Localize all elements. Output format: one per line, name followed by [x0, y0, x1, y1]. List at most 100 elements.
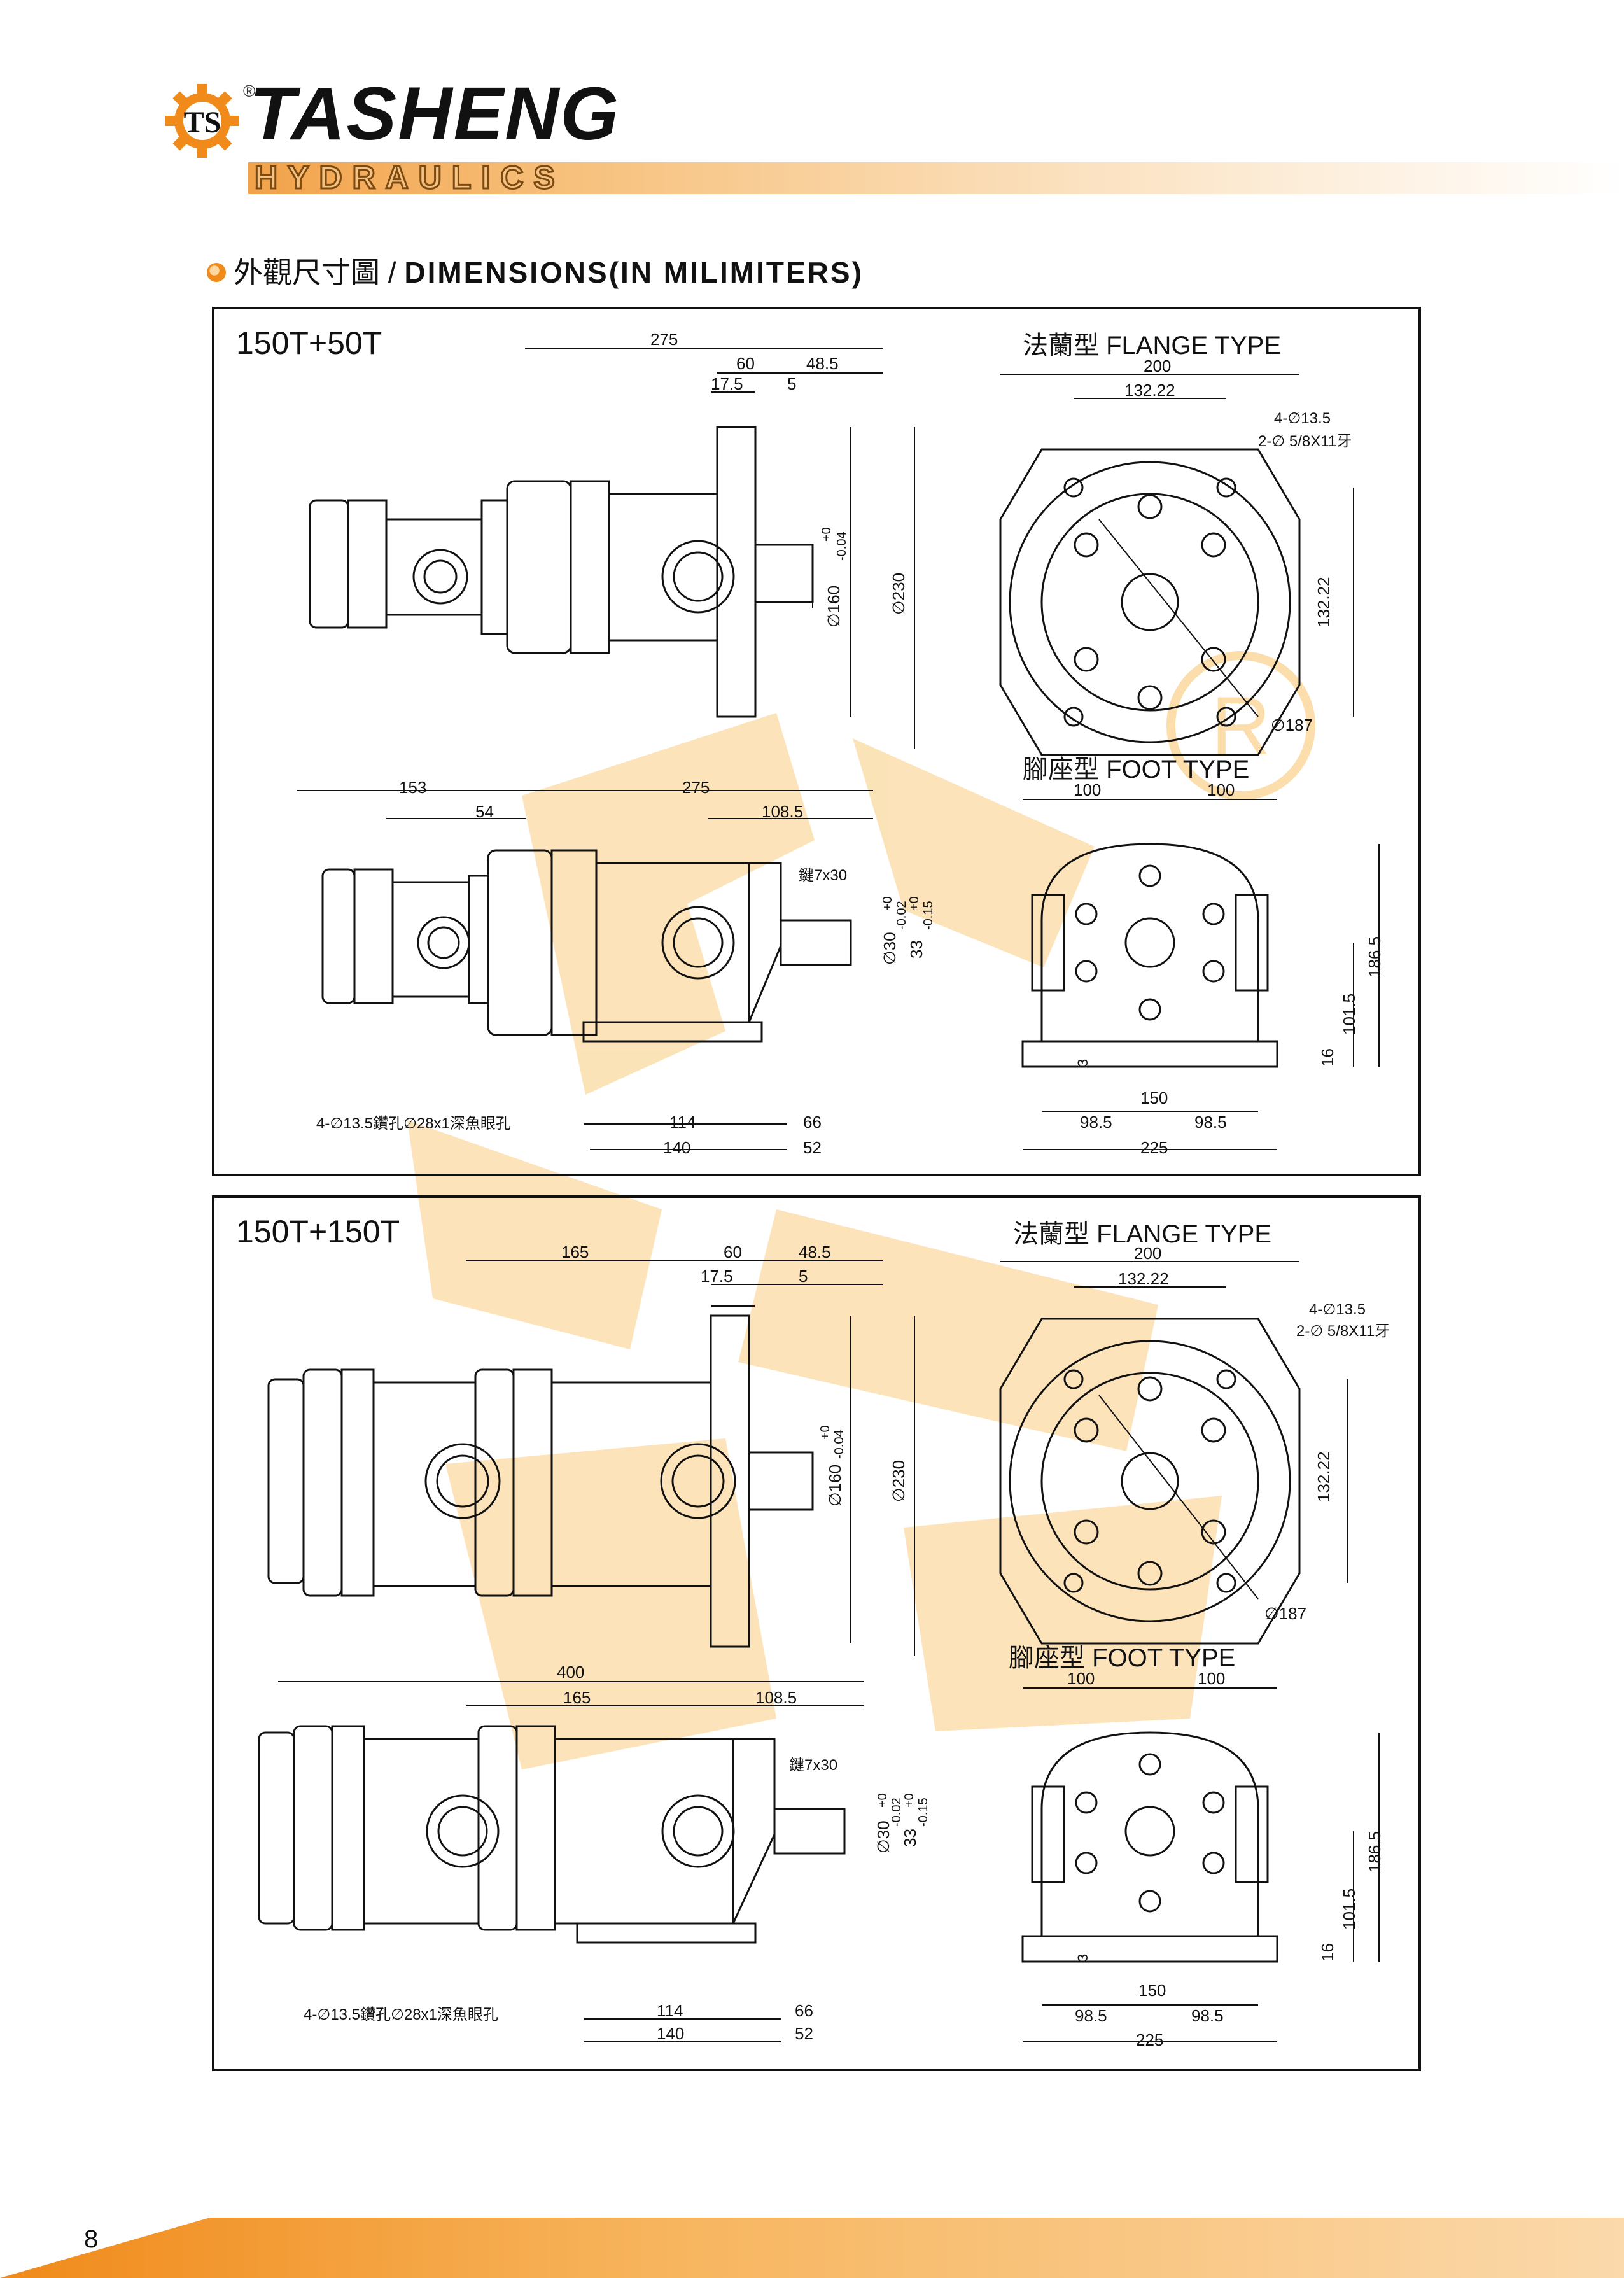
- dim-label: 33: [900, 1829, 920, 1847]
- footer-wedge: [0, 2218, 210, 2278]
- dim-label: 60: [724, 1242, 742, 1262]
- dim-label: 60: [736, 354, 755, 373]
- dim-label: 140: [657, 2024, 685, 2043]
- dim-label: 150: [1140, 1088, 1168, 1107]
- brand-name: TASHENG: [249, 72, 620, 156]
- dim-label: 2-∅ 5/8X11牙: [1296, 1323, 1390, 1340]
- model-label: 150T+150T: [236, 1214, 400, 1249]
- dim-label: 225: [1136, 2030, 1164, 2049]
- tolerance-label: -0.04: [835, 531, 849, 561]
- dim-label: 鍵7x30: [799, 867, 848, 884]
- tolerance-label: -0.15: [916, 1797, 930, 1827]
- footer-bar: [0, 2218, 1624, 2278]
- tolerance-label: +0: [881, 896, 895, 911]
- dim-label: 275: [682, 778, 710, 797]
- dim-label: 132.22: [1314, 577, 1333, 628]
- dim-label: 400: [557, 1663, 585, 1682]
- dim-label: 52: [795, 2024, 813, 2043]
- dim-label: 17.5: [701, 1267, 733, 1286]
- tolerance-label: +0: [820, 527, 834, 542]
- registered-mark: ®: [243, 81, 256, 101]
- dim-label: ∅30: [880, 932, 899, 965]
- dim-label: 54: [475, 802, 494, 821]
- dim-label: 186.5: [1365, 936, 1384, 978]
- dim-label: 100: [1074, 780, 1102, 799]
- dim-label: 2-∅ 5/8X11牙: [1258, 433, 1352, 450]
- dim-label: 165: [561, 1242, 589, 1262]
- model-label: 150T+50T: [236, 325, 382, 361]
- dim-label: 98.5: [1194, 1113, 1227, 1132]
- drill-note: 4-∅13.5鑽孔∅28x1深魚眼孔: [304, 2006, 498, 2023]
- dim-label: ∅30: [874, 1820, 893, 1853]
- dim-label: 4-∅13.5: [1309, 1301, 1366, 1318]
- dim-label: 108.5: [762, 802, 804, 821]
- dim-label: 200: [1134, 1244, 1162, 1263]
- dim-label: 101.5: [1340, 1888, 1359, 1930]
- tolerance-label: +0: [907, 896, 921, 911]
- dim-label: 132.22: [1314, 1451, 1333, 1502]
- dim-label: 鍵7x30: [789, 1757, 838, 1774]
- dim-label: 100: [1198, 1669, 1226, 1688]
- tolerance-label: +0: [818, 1425, 832, 1440]
- dim-label: 3: [1075, 1058, 1091, 1067]
- dim-label: 153: [399, 778, 427, 797]
- page-header: TS ® TASHENG HYDRAULICS: [0, 0, 1624, 210]
- dim-label: 200: [1144, 356, 1172, 376]
- dim-label: 114: [669, 1113, 696, 1132]
- panel-150t-50t: 150T+50T 法蘭型 FLANGE TYPE 腳座型 FOOT TYPE 2…: [212, 307, 1421, 1176]
- dim-label: ∅230: [889, 1459, 908, 1502]
- foot-type-title: 腳座型 FOOT TYPE: [1009, 1644, 1236, 1672]
- dim-label: 16: [1318, 1943, 1337, 1962]
- drill-note: 4-∅13.5鑽孔∅28x1深魚眼孔: [316, 1115, 511, 1132]
- bullet-dot-icon: [207, 262, 226, 282]
- dim-label: 101.5: [1340, 993, 1359, 1035]
- dim-label: 225: [1140, 1138, 1168, 1157]
- dim-label: 132.22: [1124, 381, 1175, 400]
- gear-logo-icon: TS: [165, 84, 239, 158]
- dim-label: 16: [1318, 1048, 1337, 1067]
- drawing-150t-50t: [297, 348, 1380, 1150]
- tolerance-label: -0.02: [895, 901, 909, 930]
- dim-label: 100: [1067, 1669, 1095, 1688]
- flange-type-title: 法蘭型 FLANGE TYPE: [1023, 332, 1282, 360]
- section-title-zh: 外觀尺寸圖: [234, 256, 380, 289]
- dim-label: 98.5: [1075, 2006, 1107, 2025]
- dim-label: 5: [787, 374, 797, 393]
- dim-label: ∅187: [1271, 715, 1313, 735]
- flange-type-title: 法蘭型 FLANGE TYPE: [1013, 1220, 1272, 1248]
- dim-label: ∅187: [1264, 1604, 1307, 1623]
- dim-label: 66: [803, 1113, 822, 1132]
- drawing-150t-150t: [258, 1260, 1380, 2042]
- page-number: 8: [84, 2225, 99, 2253]
- dim-label: 4-∅13.5: [1274, 410, 1331, 427]
- foot-type-title: 腳座型 FOOT TYPE: [1023, 756, 1250, 784]
- tolerance-label: +0: [902, 1793, 916, 1808]
- dim-label: 132.22: [1118, 1269, 1169, 1288]
- tolerance-label: -0.15: [921, 901, 935, 930]
- dim-label: 52: [803, 1138, 822, 1157]
- section-heading: 外觀尺寸圖 / DIMENSIONS(IN MILIMITERS): [207, 255, 864, 290]
- brand-subtitle: HYDRAULICS: [254, 160, 565, 195]
- dim-label: 98.5: [1191, 2006, 1224, 2025]
- svg-text:TS: TS: [184, 106, 221, 139]
- dim-label: 100: [1207, 780, 1235, 799]
- dim-label: 5: [799, 1267, 808, 1286]
- dim-label: 186.5: [1365, 1831, 1384, 1873]
- dim-label: 114: [657, 2001, 683, 2020]
- dim-label: 48.5: [806, 354, 839, 373]
- dim-label: ∅160: [825, 1464, 844, 1507]
- brand-gradient-bar: [248, 162, 1624, 194]
- dim-label: ∅230: [889, 572, 908, 615]
- dim-label: 17.5: [711, 374, 743, 393]
- section-separator: /: [380, 256, 405, 289]
- dim-label: 33: [907, 940, 926, 959]
- dim-label: 98.5: [1080, 1113, 1112, 1132]
- dim-label: 150: [1138, 1981, 1166, 2000]
- dim-label: 275: [650, 330, 678, 349]
- tolerance-label: -0.04: [832, 1430, 846, 1459]
- dim-label: 48.5: [799, 1242, 831, 1262]
- dim-label: 108.5: [755, 1688, 797, 1707]
- dim-label: 165: [563, 1688, 591, 1707]
- panel-150t-150t: 150T+150T 法蘭型 FLANGE TYPE 腳座型 FOOT TYPE …: [212, 1195, 1421, 2071]
- dim-label: 66: [795, 2001, 813, 2020]
